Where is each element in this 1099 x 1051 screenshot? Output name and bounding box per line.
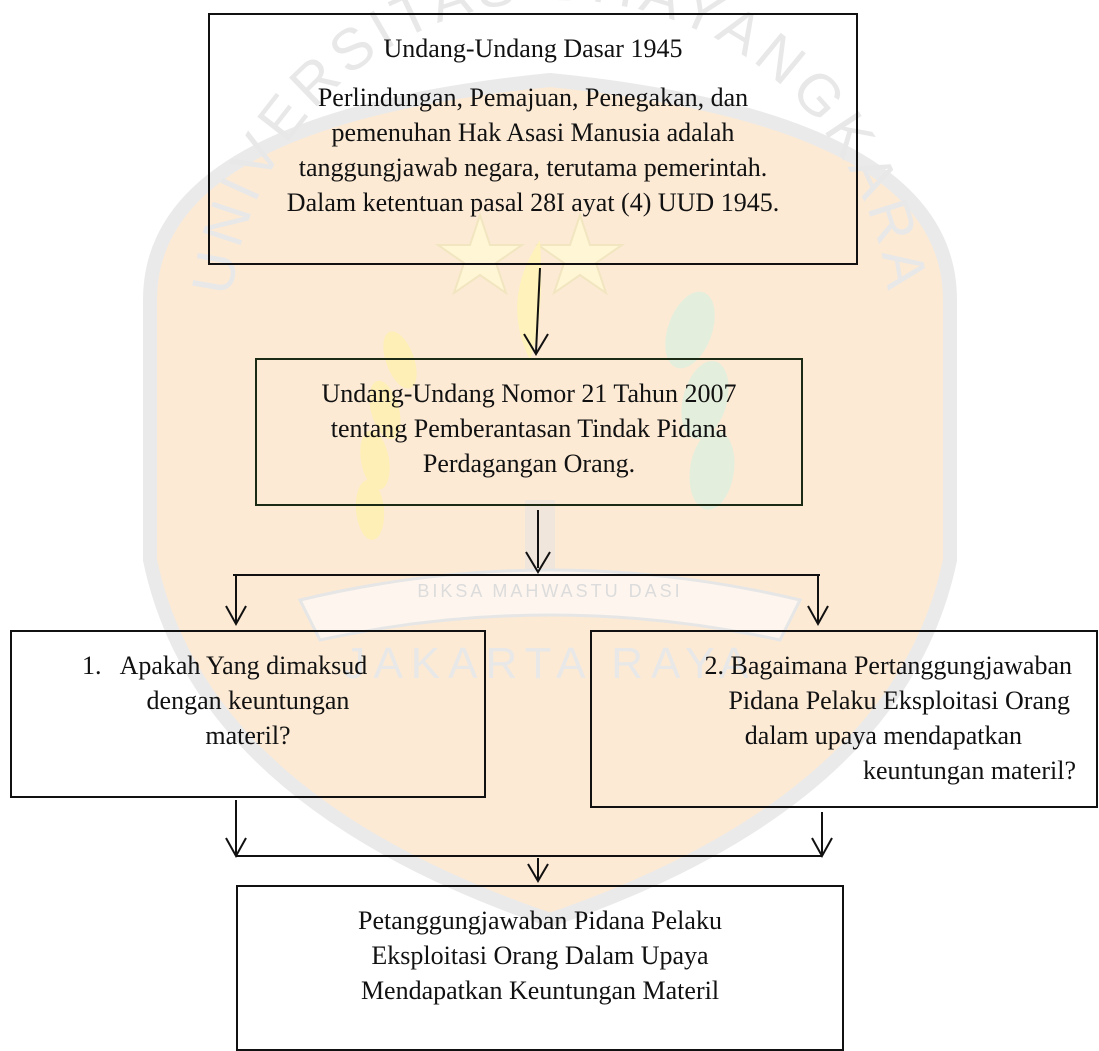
box-question1-line: materil?: [205, 721, 291, 750]
box-uu21-line: tentang Pemberantasan Tindak Pidana: [330, 414, 728, 443]
box-uud-line: Perlindungan, Pemajuan, Penegakan, dan: [317, 83, 749, 112]
box-question2-line: keuntungan materil?: [863, 756, 1076, 785]
box-conclusion-line: Petanggungjawaban Pidana Pelaku: [358, 906, 722, 935]
box-uud-line: pemenuhan Hak Asasi Manusia adalah: [331, 118, 735, 147]
box-question1-line: dengan keuntungan: [146, 686, 350, 715]
box-uud-line: tanggungjawab negara, terutama pemerinta…: [298, 153, 768, 182]
box-uud-title: Undang-Undang Dasar 1945: [383, 34, 683, 63]
box-question1-line: 1. Apakah Yang dimaksud: [82, 651, 368, 680]
arrow-merge-to-conclusion: [527, 858, 549, 883]
box-question2-line: Pidana Pelaku Eksploitasi Orang: [728, 686, 1070, 715]
merge-connector: [225, 800, 833, 859]
box-uud-line: Dalam ketentuan pasal 28I ayat (4) UUD 1…: [286, 188, 780, 217]
box-conclusion-line: Mendapatkan Keuntungan Materil: [360, 976, 720, 1005]
arrow-uud-to-uu21: [523, 267, 549, 356]
box-conclusion-line: Eksploitasi Orang Dalam Upaya: [371, 941, 709, 970]
box-uu-21-2007: Undang-Undang Nomor 21 Tahun 2007 tentan…: [255, 358, 803, 506]
box-uud-1945: Undang-Undang Dasar 1945 Perlindungan, P…: [208, 13, 858, 265]
box-question-2: 2. Bagaimana Pertanggungjawaban Pidana P…: [590, 630, 1098, 808]
box-conclusion: Petanggungjawaban Pidana Pelaku Eksploit…: [236, 885, 844, 1051]
box-question-1: 1. Apakah Yang dimaksud dengan keuntunga…: [10, 630, 486, 798]
box-question2-line: dalam upaya mendapatkan: [744, 721, 1022, 750]
box-uu21-line: Perdagangan Orang.: [422, 449, 636, 478]
box-question2-line: 2. Bagaimana Pertanggungjawaban: [704, 651, 1073, 680]
box-uu21-line: Undang-Undang Nomor 21 Tahun 2007: [321, 379, 737, 408]
split-connector: [225, 574, 829, 627]
arrow-uu21-to-split: [525, 510, 551, 574]
